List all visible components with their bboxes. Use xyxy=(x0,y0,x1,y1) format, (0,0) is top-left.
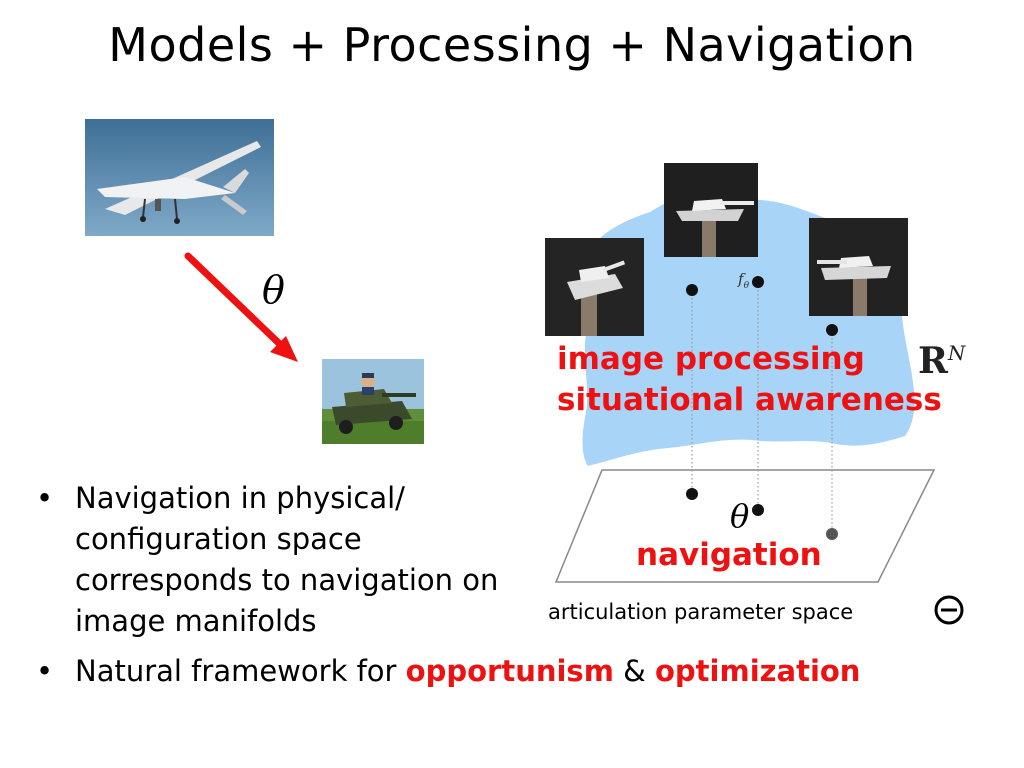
plane-point-left xyxy=(686,488,698,500)
highlight-opportunism: opportunism xyxy=(405,654,614,688)
manifold-label-base: R xyxy=(918,340,948,382)
tank-image-right xyxy=(809,218,908,316)
bullet-list: • Navigation in physical/ configuration … xyxy=(36,478,1024,692)
capital-theta-icon xyxy=(934,595,964,625)
label-navigation: navigation xyxy=(636,537,822,573)
manifold-point-right xyxy=(826,324,838,336)
parameter-plane xyxy=(554,469,936,583)
bullet-item-navigation: • Navigation in physical/ configuration … xyxy=(36,478,515,642)
bullet-text-ampersand: & xyxy=(623,654,646,688)
uav-photo xyxy=(85,119,274,236)
manifold-point-center xyxy=(752,276,764,288)
bullet-text-prefix: Natural framework for xyxy=(75,654,397,688)
mapping-arrow xyxy=(184,252,298,362)
tank-image-left xyxy=(545,238,644,336)
manifold-space-label: RN xyxy=(918,340,965,382)
slide-title: Models + Processing + Navigation xyxy=(108,18,916,72)
label-situational-awareness: situational awareness xyxy=(557,382,942,418)
bullet-item-framework: • Natural framework for opportunism & op… xyxy=(36,651,1024,692)
label-image-processing: image processing xyxy=(557,341,865,377)
function-label-base: f xyxy=(738,270,744,288)
label-parameter-space: articulation parameter space xyxy=(548,600,854,624)
theta-symbol-plane: θ xyxy=(730,497,750,535)
highlight-optimization: optimization xyxy=(654,654,861,688)
bullet-dot: • xyxy=(36,481,54,515)
bullet-dot: • xyxy=(36,654,54,688)
function-label: fθ xyxy=(738,270,749,291)
plane-point-center xyxy=(752,504,764,516)
function-label-subscript: θ xyxy=(743,281,749,291)
bullet-text: Navigation in physical/ configuration sp… xyxy=(75,481,499,638)
plane-point-right xyxy=(826,528,838,540)
manifold-label-exponent: N xyxy=(947,341,966,365)
theta-symbol-arrow: θ xyxy=(262,268,285,312)
tank-image-center xyxy=(664,163,758,257)
ground-vehicle-photo xyxy=(322,359,424,444)
manifold-point-left xyxy=(686,284,698,296)
